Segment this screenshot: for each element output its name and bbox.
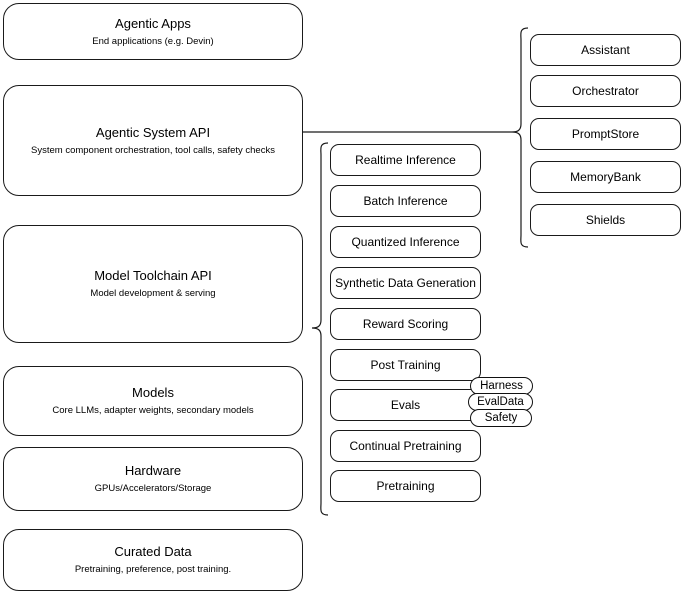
capability-continual-pretraining[interactable]: Continual Pretraining <box>330 430 481 462</box>
component-memorybank[interactable]: MemoryBank <box>530 161 681 193</box>
capability-label: Quantized Inference <box>351 234 460 249</box>
layer-models[interactable]: Models Core LLMs, adapter weights, secon… <box>3 366 303 436</box>
capability-label: Reward Scoring <box>362 316 449 331</box>
component-label: Orchestrator <box>572 83 639 98</box>
capability-evals[interactable]: Evals <box>330 389 481 421</box>
capability-label: Continual Pretraining <box>349 438 462 453</box>
brace-system-components <box>511 27 529 248</box>
capability-label: Post Training <box>370 357 441 372</box>
capability-label: Realtime Inference <box>355 152 456 167</box>
component-orchestrator[interactable]: Orchestrator <box>530 75 681 107</box>
layer-subtitle: End applications (e.g. Devin) <box>92 35 214 47</box>
layer-agentic-apps[interactable]: Agentic Apps End applications (e.g. Devi… <box>3 3 303 60</box>
capability-label: Synthetic Data Generation <box>335 275 476 290</box>
capability-synthetic-data-generation[interactable]: Synthetic Data Generation <box>330 267 481 299</box>
capability-reward-scoring[interactable]: Reward Scoring <box>330 308 481 340</box>
pill-label: Harness <box>480 380 523 392</box>
capability-label: Batch Inference <box>363 193 448 208</box>
component-shields[interactable]: Shields <box>530 204 681 236</box>
capability-quantized-inference[interactable]: Quantized Inference <box>330 226 481 258</box>
component-label: Shields <box>585 212 626 227</box>
component-label: MemoryBank <box>570 169 641 184</box>
layer-subtitle: GPUs/Accelerators/Storage <box>94 483 212 494</box>
pill-label: EvalData <box>477 396 524 408</box>
evals-pill-safety[interactable]: Safety <box>470 409 532 427</box>
capability-post-training[interactable]: Post Training <box>330 349 481 381</box>
layer-curated-data[interactable]: Curated Data Pretraining, preference, po… <box>3 529 303 591</box>
capability-batch-inference[interactable]: Batch Inference <box>330 185 481 217</box>
layer-subtitle: Pretraining, preference, post training. <box>74 564 232 575</box>
brace-toolchain-capabilities <box>311 142 329 516</box>
layer-title: Models <box>132 385 174 400</box>
component-promptstore[interactable]: PromptStore <box>530 118 681 150</box>
layer-subtitle: Core LLMs, adapter weights, secondary mo… <box>52 405 254 416</box>
capability-label: Evals <box>390 397 421 412</box>
pill-label: Safety <box>484 412 518 424</box>
layer-title: Agentic System API <box>95 124 211 140</box>
layer-model-toolchain-api[interactable]: Model Toolchain API Model development & … <box>3 225 303 343</box>
layer-subtitle: Model development & serving <box>90 288 216 299</box>
layer-title: Agentic Apps <box>115 15 191 31</box>
component-assistant[interactable]: Assistant <box>530 34 681 66</box>
layer-title: Curated Data <box>114 544 192 559</box>
layer-title: Model Toolchain API <box>94 268 212 283</box>
layer-subtitle: System component orchestration, tool cal… <box>31 144 275 156</box>
component-label: Assistant <box>581 42 630 57</box>
layer-agentic-system-api[interactable]: Agentic System API System component orch… <box>3 85 303 196</box>
capability-pretraining[interactable]: Pretraining <box>330 470 481 502</box>
layer-title: Hardware <box>124 463 182 478</box>
component-label: PromptStore <box>571 126 640 141</box>
capability-realtime-inference[interactable]: Realtime Inference <box>330 144 481 176</box>
layer-hardware[interactable]: Hardware GPUs/Accelerators/Storage <box>3 447 303 511</box>
capability-label: Pretraining <box>376 478 435 493</box>
